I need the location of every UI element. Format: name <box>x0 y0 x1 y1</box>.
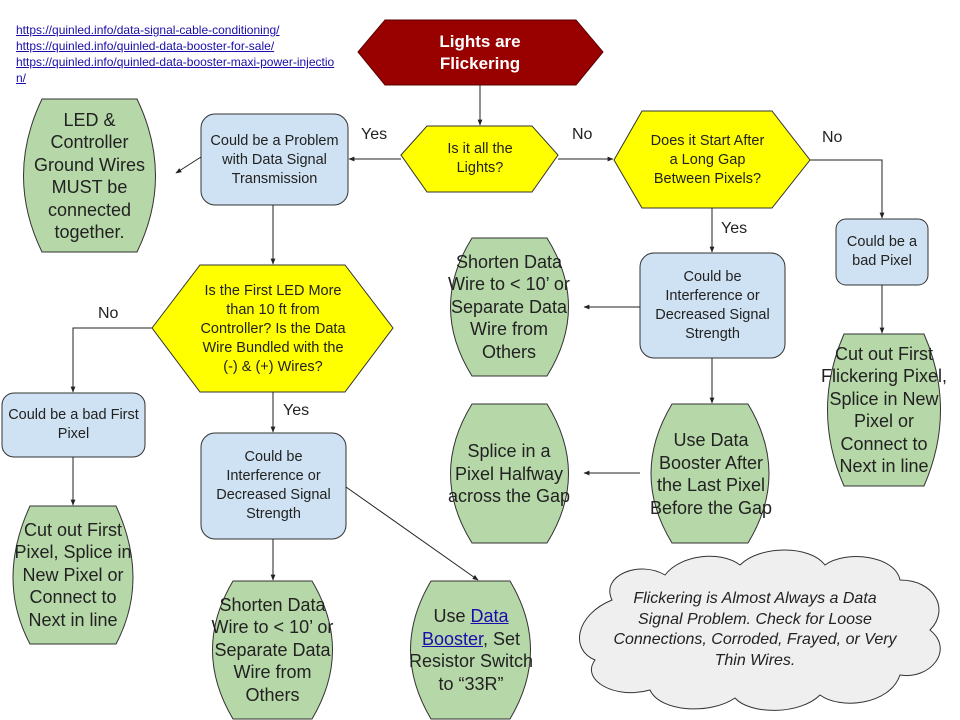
action-shorten-right-shape <box>450 237 569 377</box>
action-splice-halfway-shape <box>450 403 569 544</box>
cloud-note-label: Flickering is Almost Always a Data Signa… <box>613 590 897 669</box>
decision-long-gap-label: Does it Start After a Long Gap Between P… <box>650 132 765 187</box>
action-shorten-left-shape <box>212 580 333 720</box>
action-shorten-right-label: Shorten Data Wire to < 10’ or Separate D… <box>448 251 570 362</box>
edge-label-long-gap-yes: Yes <box>721 220 748 237</box>
link-cable-conditioning[interactable]: https://quinled.info/data-signal-cable-c… <box>16 23 280 37</box>
process-data-signal-label: Could be a Problem with Data Signal Tran… <box>210 132 339 187</box>
data-booster-link[interactable]: Data Booster <box>421 606 509 649</box>
edge-long-gap-no <box>810 159 885 219</box>
use-booster-text: Use Data Booster, Set Resistor Switch to… <box>408 605 534 695</box>
edge-interference-left-to-booster <box>345 486 479 581</box>
action-cut-first-label: Cut out First Pixel, Splice in New Pixel… <box>14 519 132 630</box>
process-bad-first-pixel-label: Could be a bad First Pixel <box>8 407 139 442</box>
process-interference-left-label: Could be Interference or Decreased Signa… <box>216 449 331 522</box>
decision-first-led-shape <box>151 264 394 393</box>
edge-data-signal-to-ground <box>175 156 202 174</box>
link-booster-for-sale[interactable]: https://quinled.info/quinled-data-booste… <box>16 39 275 53</box>
action-booster-after-shape <box>650 403 770 544</box>
edge-label-first-led-yes: Yes <box>283 402 310 419</box>
link-booster-maxi-power[interactable]: https://quinled.info/quinled-data-booste… <box>16 55 335 85</box>
edge-label-long-gap-no: No <box>822 129 843 146</box>
decision-first-led-label: Is the First LED More than 10 ft from Co… <box>200 282 346 375</box>
edge-label-all-lights-yes: Yes <box>361 126 388 143</box>
process-data-signal-shape <box>200 113 349 206</box>
action-shorten-left-label: Shorten Data Wire to < 10’ or Separate D… <box>211 594 334 705</box>
action-use-booster-label: Use Data Booster, Set Resistor Switch to… <box>408 584 534 716</box>
use-booster-suffix: , Set Resistor Switch to “33R” <box>408 628 534 694</box>
action-use-booster-shape <box>410 580 531 720</box>
decision-all-lights-label: Is it all the Lights? <box>447 141 513 176</box>
action-cut-flickering-label: Cut out First Flickering Pixel, Splice i… <box>820 343 948 477</box>
action-ground-wires-shape <box>23 98 156 253</box>
reference-links: https://quinled.info/data-signal-cable-c… <box>16 22 336 86</box>
start-node-label: Lights are Flickering <box>439 32 521 73</box>
use-booster-prefix: Use <box>433 606 471 626</box>
start-node-shape <box>357 19 604 86</box>
cloud-note-shape <box>579 549 941 711</box>
process-bad-pixel-label: Could be a bad Pixel <box>846 234 918 269</box>
action-booster-after-label: Use Data Booster After the Last Pixel Be… <box>649 430 773 518</box>
action-splice-halfway-label: Splice in a Pixel Halfway across the Gap <box>447 441 571 507</box>
process-interference-right-label: Could be Interference or Decreased Signa… <box>655 269 770 342</box>
edge-label-all-lights-no: No <box>572 126 593 143</box>
action-ground-wires-label: LED & Controller Ground Wires MUST be co… <box>33 109 146 243</box>
action-cut-first-shape <box>12 505 134 645</box>
edge-label-first-led-no: No <box>98 305 119 322</box>
action-cut-flickering-shape <box>827 333 941 487</box>
edge-first-led-no <box>70 327 152 393</box>
decision-all-lights-shape <box>400 125 559 193</box>
